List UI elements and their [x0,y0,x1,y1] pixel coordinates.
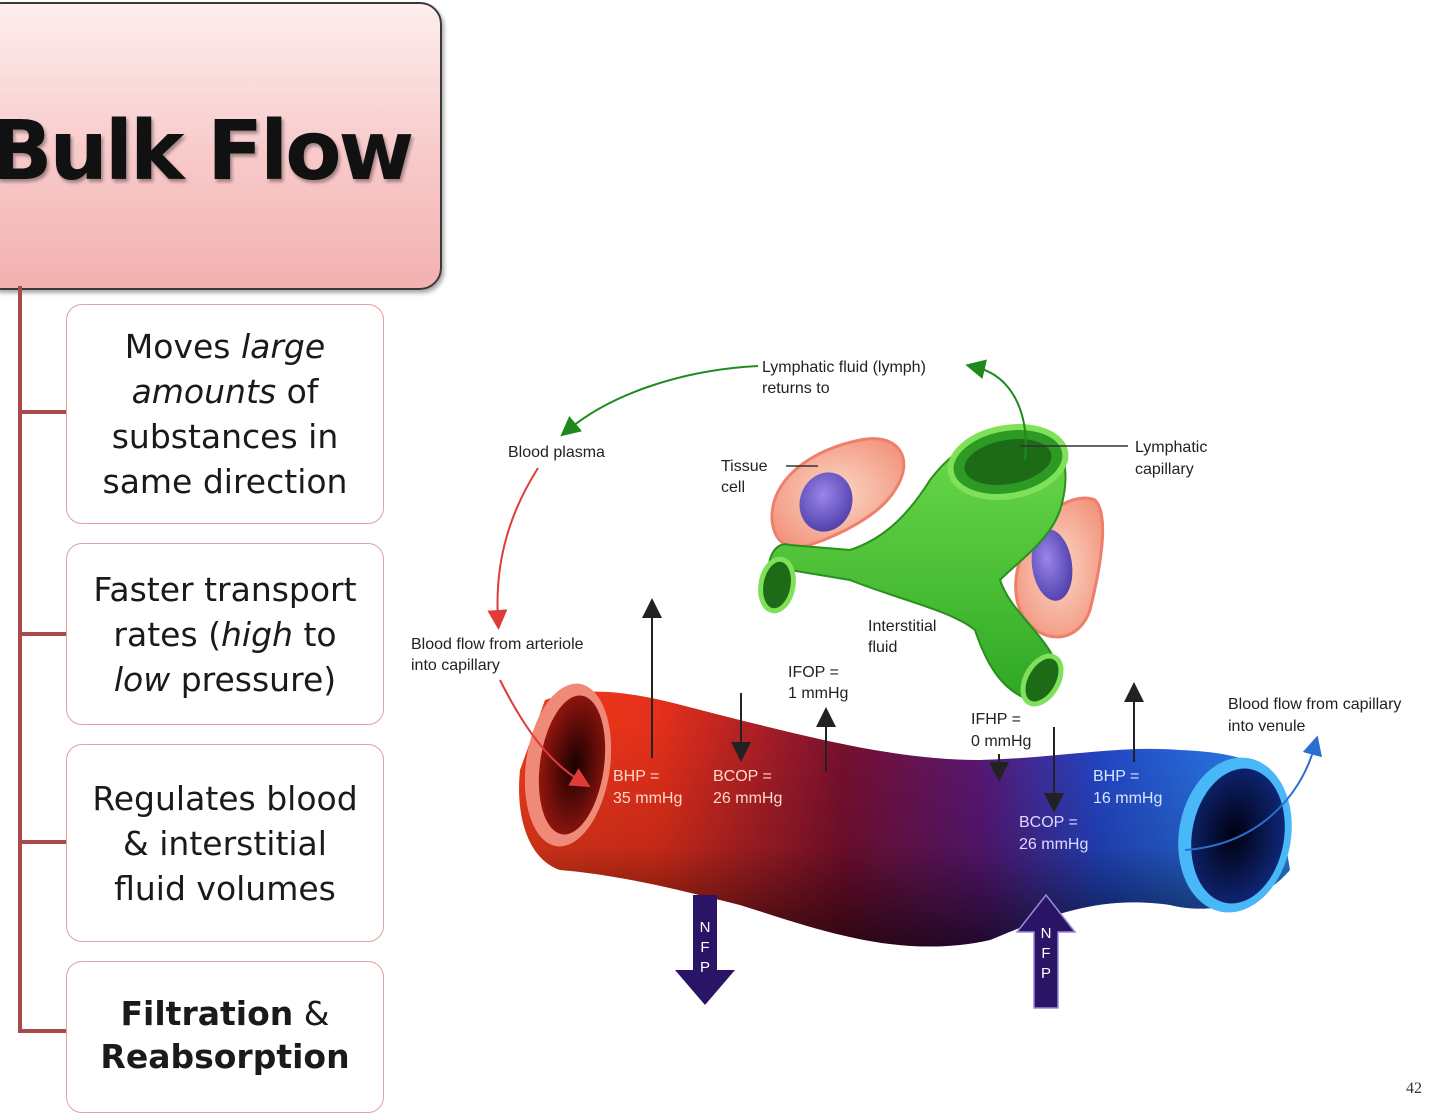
tree-branch-4 [18,1029,68,1033]
point-box-4: Filtration & Reabsorption [66,961,384,1113]
point-2-text-3: to [292,614,337,654]
nfp-label-p: P [700,959,710,976]
ifop-value: 1 mmHg [788,685,848,702]
point-2-text: Faster transport [93,569,357,609]
bcop-venous-value: 26 mmHg [1019,836,1088,853]
tissue-cell-left [770,437,906,549]
point-1-emphasis-2: amounts [131,372,277,411]
nfp-label-n: N [1041,925,1052,942]
lymph-from-capillary-arrow [965,359,1027,461]
point-2-text-2: rates ( [113,614,221,654]
bhp-arterial-label: BHP = [613,768,659,785]
arteriole-flow-label: Blood flow from arteriole [411,636,584,653]
arteriole-flow-label-2: into capillary [411,657,500,674]
tree-connector [18,286,22,1032]
nfp-inward-arrow: N F P [1015,893,1077,1009]
ifhp-label: IFHP = [971,711,1021,728]
point-4-bold: Filtration [120,994,294,1033]
tissue-cell-label-2: cell [721,479,745,496]
bcop-arterial-value: 26 mmHg [713,790,782,807]
point-1-text-4: same direction [102,462,348,501]
lymphatic-capillary-label-2: capillary [1135,461,1194,478]
point-4-bold-2: Reabsorption [100,1037,350,1076]
slide-title: Bulk Flow [0,104,414,199]
point-box-1: Moves large amounts of substances in sam… [66,304,384,524]
point-1-text: Moves [124,327,241,366]
nfp-label-f: F [1041,945,1050,962]
bhp-venous-label: BHP = [1093,768,1139,785]
point-box-2: Faster transport rates (high to low pres… [66,543,384,725]
point-1-emphasis: large [240,327,326,366]
venule-flow-label-2: into venule [1228,718,1305,735]
page-number: 42 [1406,1080,1422,1097]
point-4-text: & [293,994,330,1033]
point-1-text-2: of [276,372,319,411]
nucleus-icon [799,472,853,532]
point-3-text-2: & interstitial [123,823,327,863]
point-3-text-3: fluid volumes [114,868,336,908]
venule-outflow-arrow [1184,735,1323,851]
tree-branch-1 [18,410,68,414]
plasma-to-arteriole-arrow [487,467,539,630]
arteriole-lumen [538,695,606,835]
tree-branch-3 [18,840,68,844]
ifop-label: IFOP = [788,664,839,681]
point-2-emphasis: high [221,614,293,654]
bcop-venous-label: BCOP = [1019,814,1078,831]
nfp-outward-arrow: N F P [675,895,735,1005]
point-2-emphasis-2: low [113,659,171,699]
lymph-return-label-2: returns to [762,380,830,397]
tree-branch-2 [18,632,68,636]
venule-flow-label: Blood flow from capillary [1228,696,1401,713]
nfp-label-p: P [1041,965,1051,982]
title-box: Bulk Flow [0,2,442,290]
blood-capillary [519,683,1292,947]
point-3-text: Regulates blood [92,778,358,818]
blood-plasma-label: Blood plasma [508,444,605,461]
point-box-3: Regulates blood & interstitial fluid vol… [66,744,384,942]
nucleus-icon [1031,529,1073,601]
point-2-text-4: pressure) [170,659,337,699]
nfp-label-f: F [700,939,709,956]
ifhp-value: 0 mmHg [971,733,1031,750]
bcop-arterial-label: BCOP = [713,768,772,785]
bhp-venous-value: 16 mmHg [1093,790,1162,807]
lymph-return-arrow [560,365,759,437]
interstitial-fluid-label: Interstitial [868,618,936,635]
arteriole-inflow-arrow [499,679,591,788]
tissue-cell-label: Tissue [721,458,768,475]
lymphatic-capillary [758,424,1069,707]
point-1-text-3: substances in [111,417,339,456]
nfp-label-n: N [700,919,711,936]
interstitial-fluid-label-2: fluid [868,639,897,656]
bhp-arterial-value: 35 mmHg [613,790,682,807]
lymphatic-capillary-label: Lymphatic [1135,439,1207,456]
lymph-return-label: Lymphatic fluid (lymph) [762,359,926,376]
